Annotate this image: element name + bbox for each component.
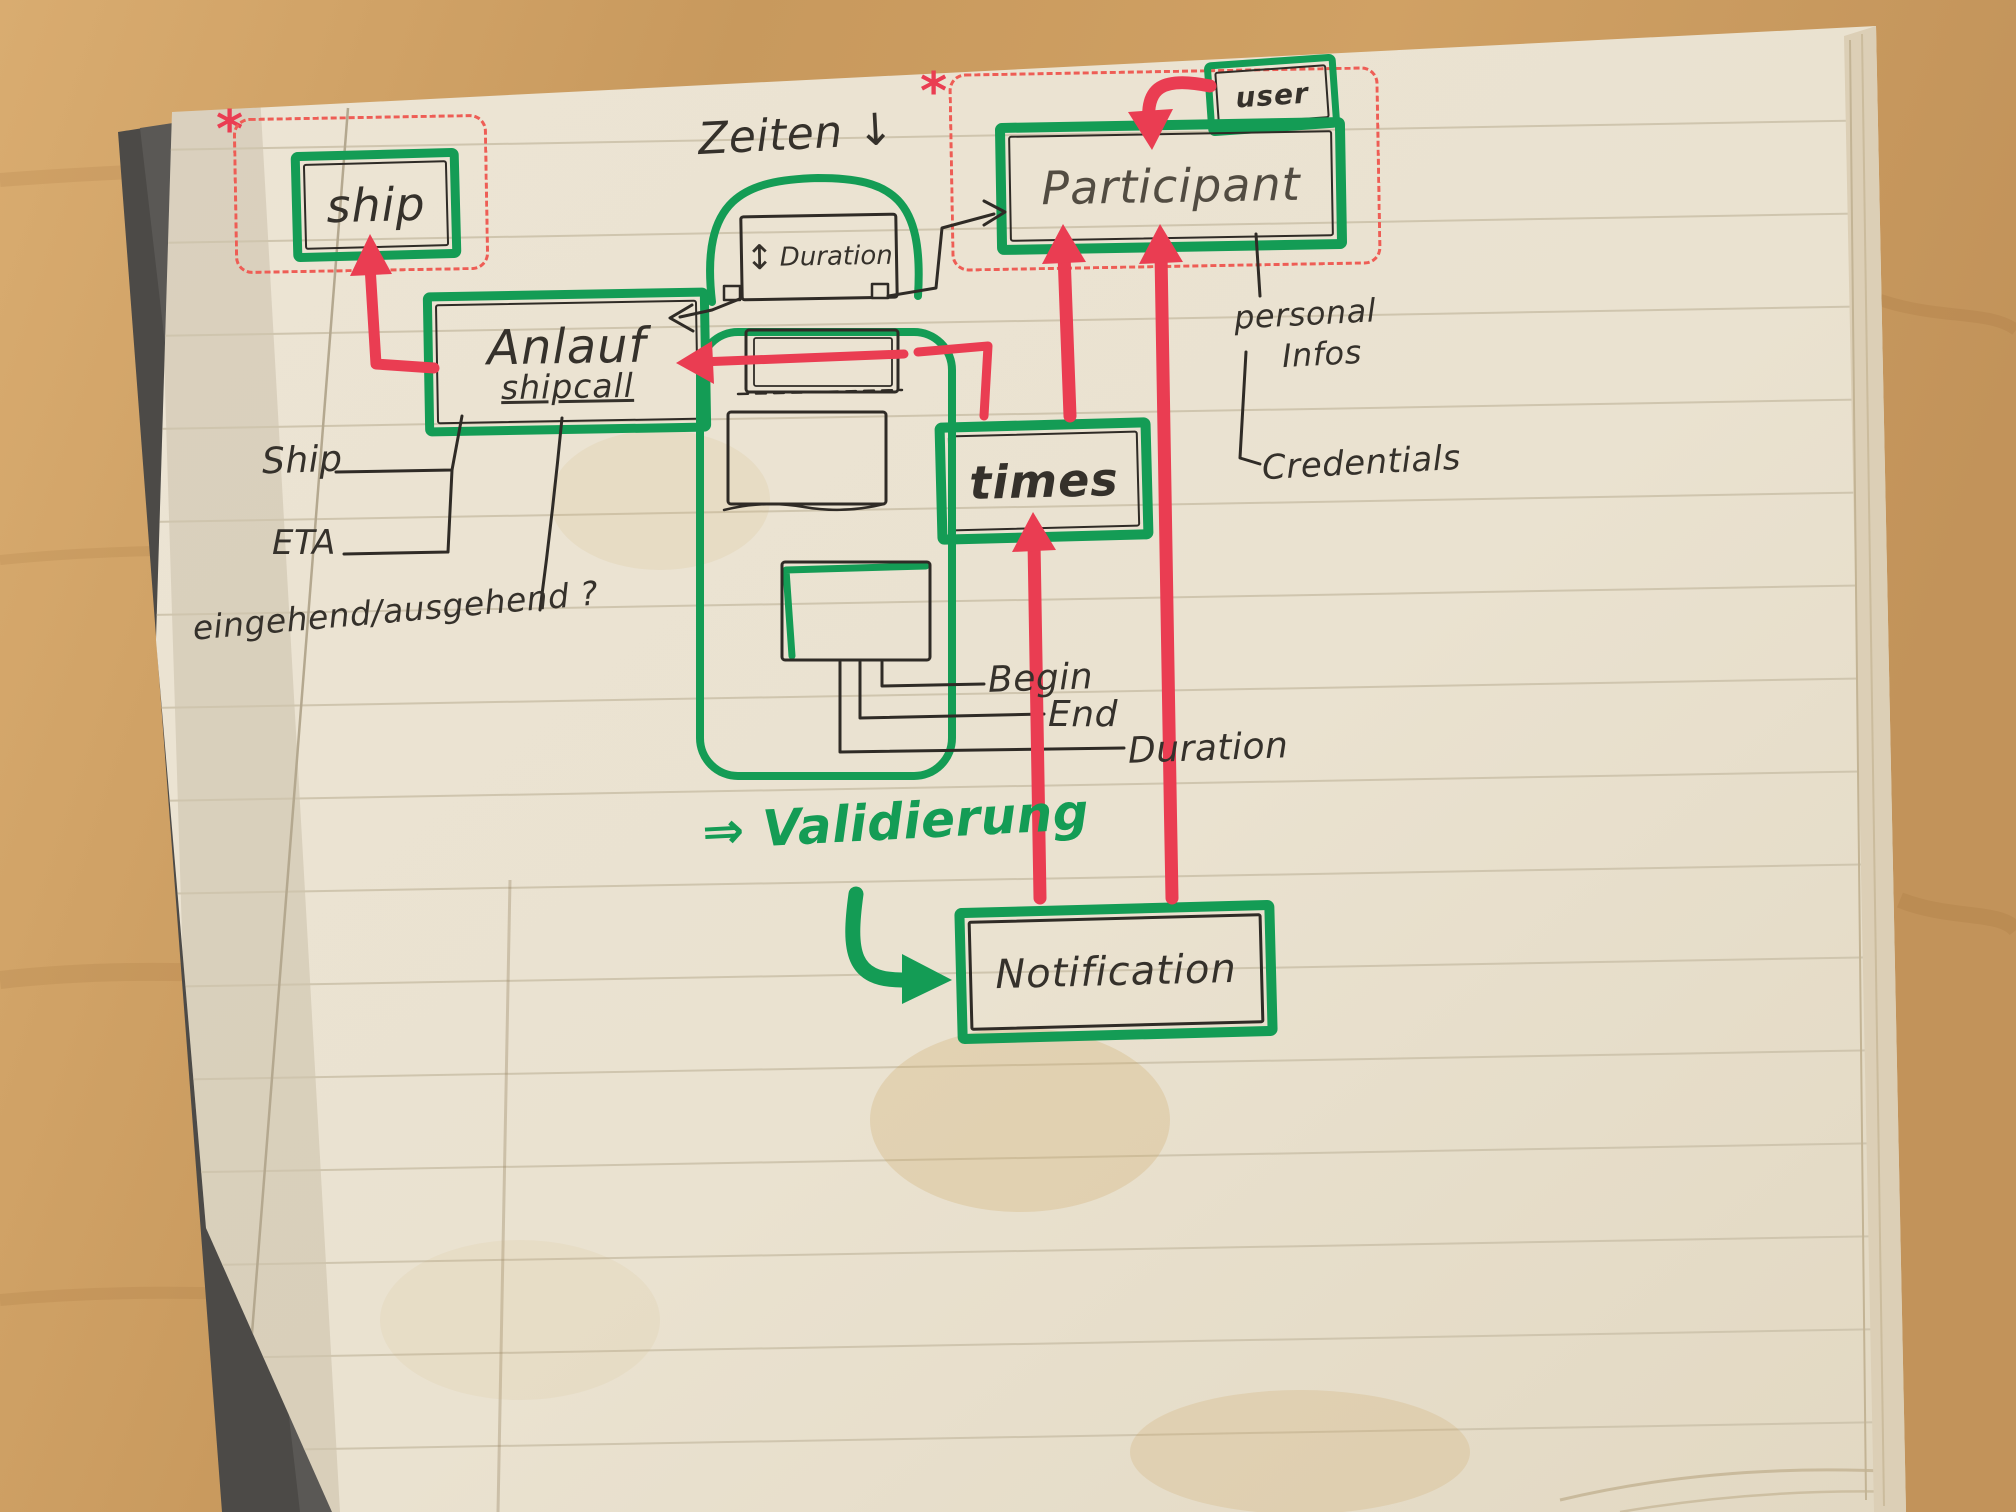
times-container-outline xyxy=(696,328,956,780)
sketch-box-b xyxy=(726,410,888,506)
begin-attr-line xyxy=(880,660,986,688)
ship-attr-label: Ship xyxy=(261,438,344,483)
duration-attr-label: Duration xyxy=(1127,725,1290,772)
ship-entity-inner: ship xyxy=(302,160,450,250)
times-entity-inner: times xyxy=(947,430,1141,532)
times-to-anlauf-arrow-tail xyxy=(913,341,993,421)
zeiten-annotation: Zeiten ↓ xyxy=(696,103,896,166)
times-entity-label: times xyxy=(968,452,1120,510)
sketch-box-c xyxy=(780,560,932,662)
personal-infos-label-line2: Infos xyxy=(1281,332,1363,376)
eingehend-attr-label: eingehend/ausgehend ? xyxy=(191,573,600,648)
participant-entity-box: Participant xyxy=(994,116,1348,256)
page-stack-edge xyxy=(1844,26,1906,1512)
end-attr-label: End xyxy=(1048,694,1118,735)
participant-entity-label: Participant xyxy=(1040,156,1302,216)
updown-arrow-icon: ↕ xyxy=(744,237,775,279)
margin-line xyxy=(236,107,350,1512)
participant-entity-inner: Participant xyxy=(1008,130,1334,242)
sketch-box-c-green-edge xyxy=(782,562,930,660)
validation-arrow-head xyxy=(902,954,952,1004)
validation-arrow-shaft xyxy=(845,886,910,988)
anlauf-entity-sublabel: shipcall xyxy=(500,365,635,407)
ship-entity-box: ship xyxy=(290,147,462,263)
ship-group-asterisk: * xyxy=(216,100,244,160)
anlauf-entity-box: Anlauf shipcall xyxy=(422,287,712,437)
notification-entity-box: Notification xyxy=(954,899,1278,1045)
times-to-anlauf-arrow-shaft xyxy=(695,349,909,367)
credentials-label: Credentials xyxy=(1261,437,1462,489)
participant-group-asterisk: * xyxy=(920,62,948,122)
notification-to-times-arrow-shaft xyxy=(1027,535,1047,905)
duration-attr-box-label: Duration xyxy=(779,240,893,273)
validierung-annotation: ⇒ Validierung xyxy=(700,782,1091,862)
sketch-box-a xyxy=(744,328,900,394)
notification-to-participant-arrow-shaft xyxy=(1154,247,1179,905)
anlauf-entity-inner: Anlauf shipcall xyxy=(434,299,700,425)
eta-attr-label: ETA xyxy=(272,523,336,563)
times-entity-box: times xyxy=(934,417,1154,545)
duration-attr-box: ↕ Duration xyxy=(739,212,899,302)
participant-credentials-line xyxy=(1238,350,1262,466)
ship-entity-label: ship xyxy=(325,176,427,234)
notification-entity-inner: Notification xyxy=(967,913,1265,1031)
times-to-participant-arrow-shaft xyxy=(1057,247,1077,423)
user-entity-label: user xyxy=(1234,75,1310,115)
personal-infos-label-line1: personal xyxy=(1233,291,1378,337)
page-crease xyxy=(496,879,512,1512)
book-cover-edge xyxy=(118,118,348,1512)
notification-entity-label: Notification xyxy=(994,945,1238,999)
anlauf-eta-attr-line xyxy=(342,468,454,556)
